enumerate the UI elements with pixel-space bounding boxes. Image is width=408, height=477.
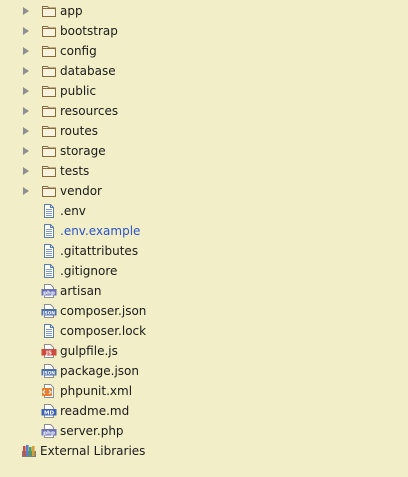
tree-item-label: .env.example <box>60 224 141 238</box>
tree-file-artisan[interactable]: php artisan <box>0 281 408 301</box>
tree-file-composer-lock[interactable]: composer.lock <box>0 321 408 341</box>
expand-arrow-icon[interactable] <box>23 87 29 95</box>
tree-external-libraries[interactable]: External Libraries <box>0 441 408 461</box>
tree-folder-storage[interactable]: storage <box>0 141 408 161</box>
expand-arrow-icon[interactable] <box>23 47 29 55</box>
json-file-icon: JSON <box>41 303 57 319</box>
svg-text:JSON: JSON <box>42 310 55 316</box>
folder-icon <box>41 183 57 199</box>
tree-item-label: vendor <box>60 184 102 198</box>
tree-file-env-example[interactable]: .env.example <box>0 221 408 241</box>
folder-icon <box>41 43 57 59</box>
tree-item-label: storage <box>60 144 106 158</box>
svg-text:JS: JS <box>45 350 52 356</box>
tree-item-label: config <box>60 44 97 58</box>
expand-arrow-icon[interactable] <box>23 147 29 155</box>
tree-file-package-json[interactable]: JSON package.json <box>0 361 408 381</box>
folder-icon <box>41 23 57 39</box>
text-file-icon <box>41 263 57 279</box>
tree-file-readme-md[interactable]: MD readme.md <box>0 401 408 421</box>
tree-item-label: tests <box>60 164 90 178</box>
tree-file-composer-json[interactable]: JSON composer.json <box>0 301 408 321</box>
svg-text:php: php <box>43 430 55 436</box>
tree-folder-config[interactable]: config <box>0 41 408 61</box>
tree-file-gitignore[interactable]: .gitignore <box>0 261 408 281</box>
text-file-icon <box>41 203 57 219</box>
tree-item-label: database <box>60 64 116 78</box>
md-file-icon: MD <box>41 403 57 419</box>
text-file-icon <box>41 223 57 239</box>
tree-item-label: composer.json <box>60 304 147 318</box>
xml-file-icon <box>41 383 57 399</box>
tree-folder-bootstrap[interactable]: bootstrap <box>0 21 408 41</box>
folder-icon <box>41 163 57 179</box>
svg-text:MD: MD <box>44 410 54 416</box>
tree-item-label: routes <box>60 124 98 138</box>
tree-item-label: resources <box>60 104 119 118</box>
tree-file-env[interactable]: .env <box>0 201 408 221</box>
tree-folder-public[interactable]: public <box>0 81 408 101</box>
tree-file-gulpfile-js[interactable]: JS gulpfile.js <box>0 341 408 361</box>
project-tree: app bootstrap config database public res… <box>0 1 408 461</box>
tree-item-label: app <box>60 4 83 18</box>
tree-file-gitattributes[interactable]: .gitattributes <box>0 241 408 261</box>
json-file-icon: JSON <box>41 363 57 379</box>
php-file-icon: php <box>41 423 57 439</box>
expand-arrow-icon[interactable] <box>23 167 29 175</box>
expand-arrow-icon[interactable] <box>23 27 29 35</box>
tree-file-phpunit-xml[interactable]: phpunit.xml <box>0 381 408 401</box>
expand-arrow-icon[interactable] <box>23 127 29 135</box>
text-file-icon <box>41 243 57 259</box>
tree-item-label: server.php <box>60 424 124 438</box>
svg-text:php: php <box>43 290 55 296</box>
tree-folder-app[interactable]: app <box>0 1 408 21</box>
tree-item-label: External Libraries <box>40 444 146 458</box>
tree-item-label: gulpfile.js <box>60 344 118 358</box>
text-file-icon <box>41 323 57 339</box>
expand-arrow-icon[interactable] <box>23 67 29 75</box>
folder-icon <box>41 103 57 119</box>
tree-folder-tests[interactable]: tests <box>0 161 408 181</box>
folder-icon <box>41 83 57 99</box>
expand-arrow-icon[interactable] <box>23 7 29 15</box>
libraries-icon <box>21 443 37 459</box>
folder-icon <box>41 3 57 19</box>
svg-text:JSON: JSON <box>42 370 55 376</box>
tree-item-label: .env <box>60 204 86 218</box>
tree-item-label: artisan <box>60 284 102 298</box>
expand-arrow-icon[interactable] <box>23 187 29 195</box>
tree-item-label: composer.lock <box>60 324 147 338</box>
tree-item-label: .gitignore <box>60 264 118 278</box>
tree-folder-routes[interactable]: routes <box>0 121 408 141</box>
tree-item-label: public <box>60 84 97 98</box>
tree-file-server-php[interactable]: php server.php <box>0 421 408 441</box>
folder-icon <box>41 123 57 139</box>
tree-item-label: bootstrap <box>60 24 118 38</box>
tree-item-label: package.json <box>60 364 140 378</box>
php-file-icon: php <box>41 283 57 299</box>
tree-item-label: .gitattributes <box>60 244 139 258</box>
tree-item-label: phpunit.xml <box>60 384 133 398</box>
js-file-icon: JS <box>41 343 57 359</box>
tree-item-label: readme.md <box>60 404 130 418</box>
tree-folder-database[interactable]: database <box>0 61 408 81</box>
folder-icon <box>41 63 57 79</box>
folder-icon <box>41 143 57 159</box>
tree-folder-resources[interactable]: resources <box>0 101 408 121</box>
tree-folder-vendor[interactable]: vendor <box>0 181 408 201</box>
expand-arrow-icon[interactable] <box>23 107 29 115</box>
